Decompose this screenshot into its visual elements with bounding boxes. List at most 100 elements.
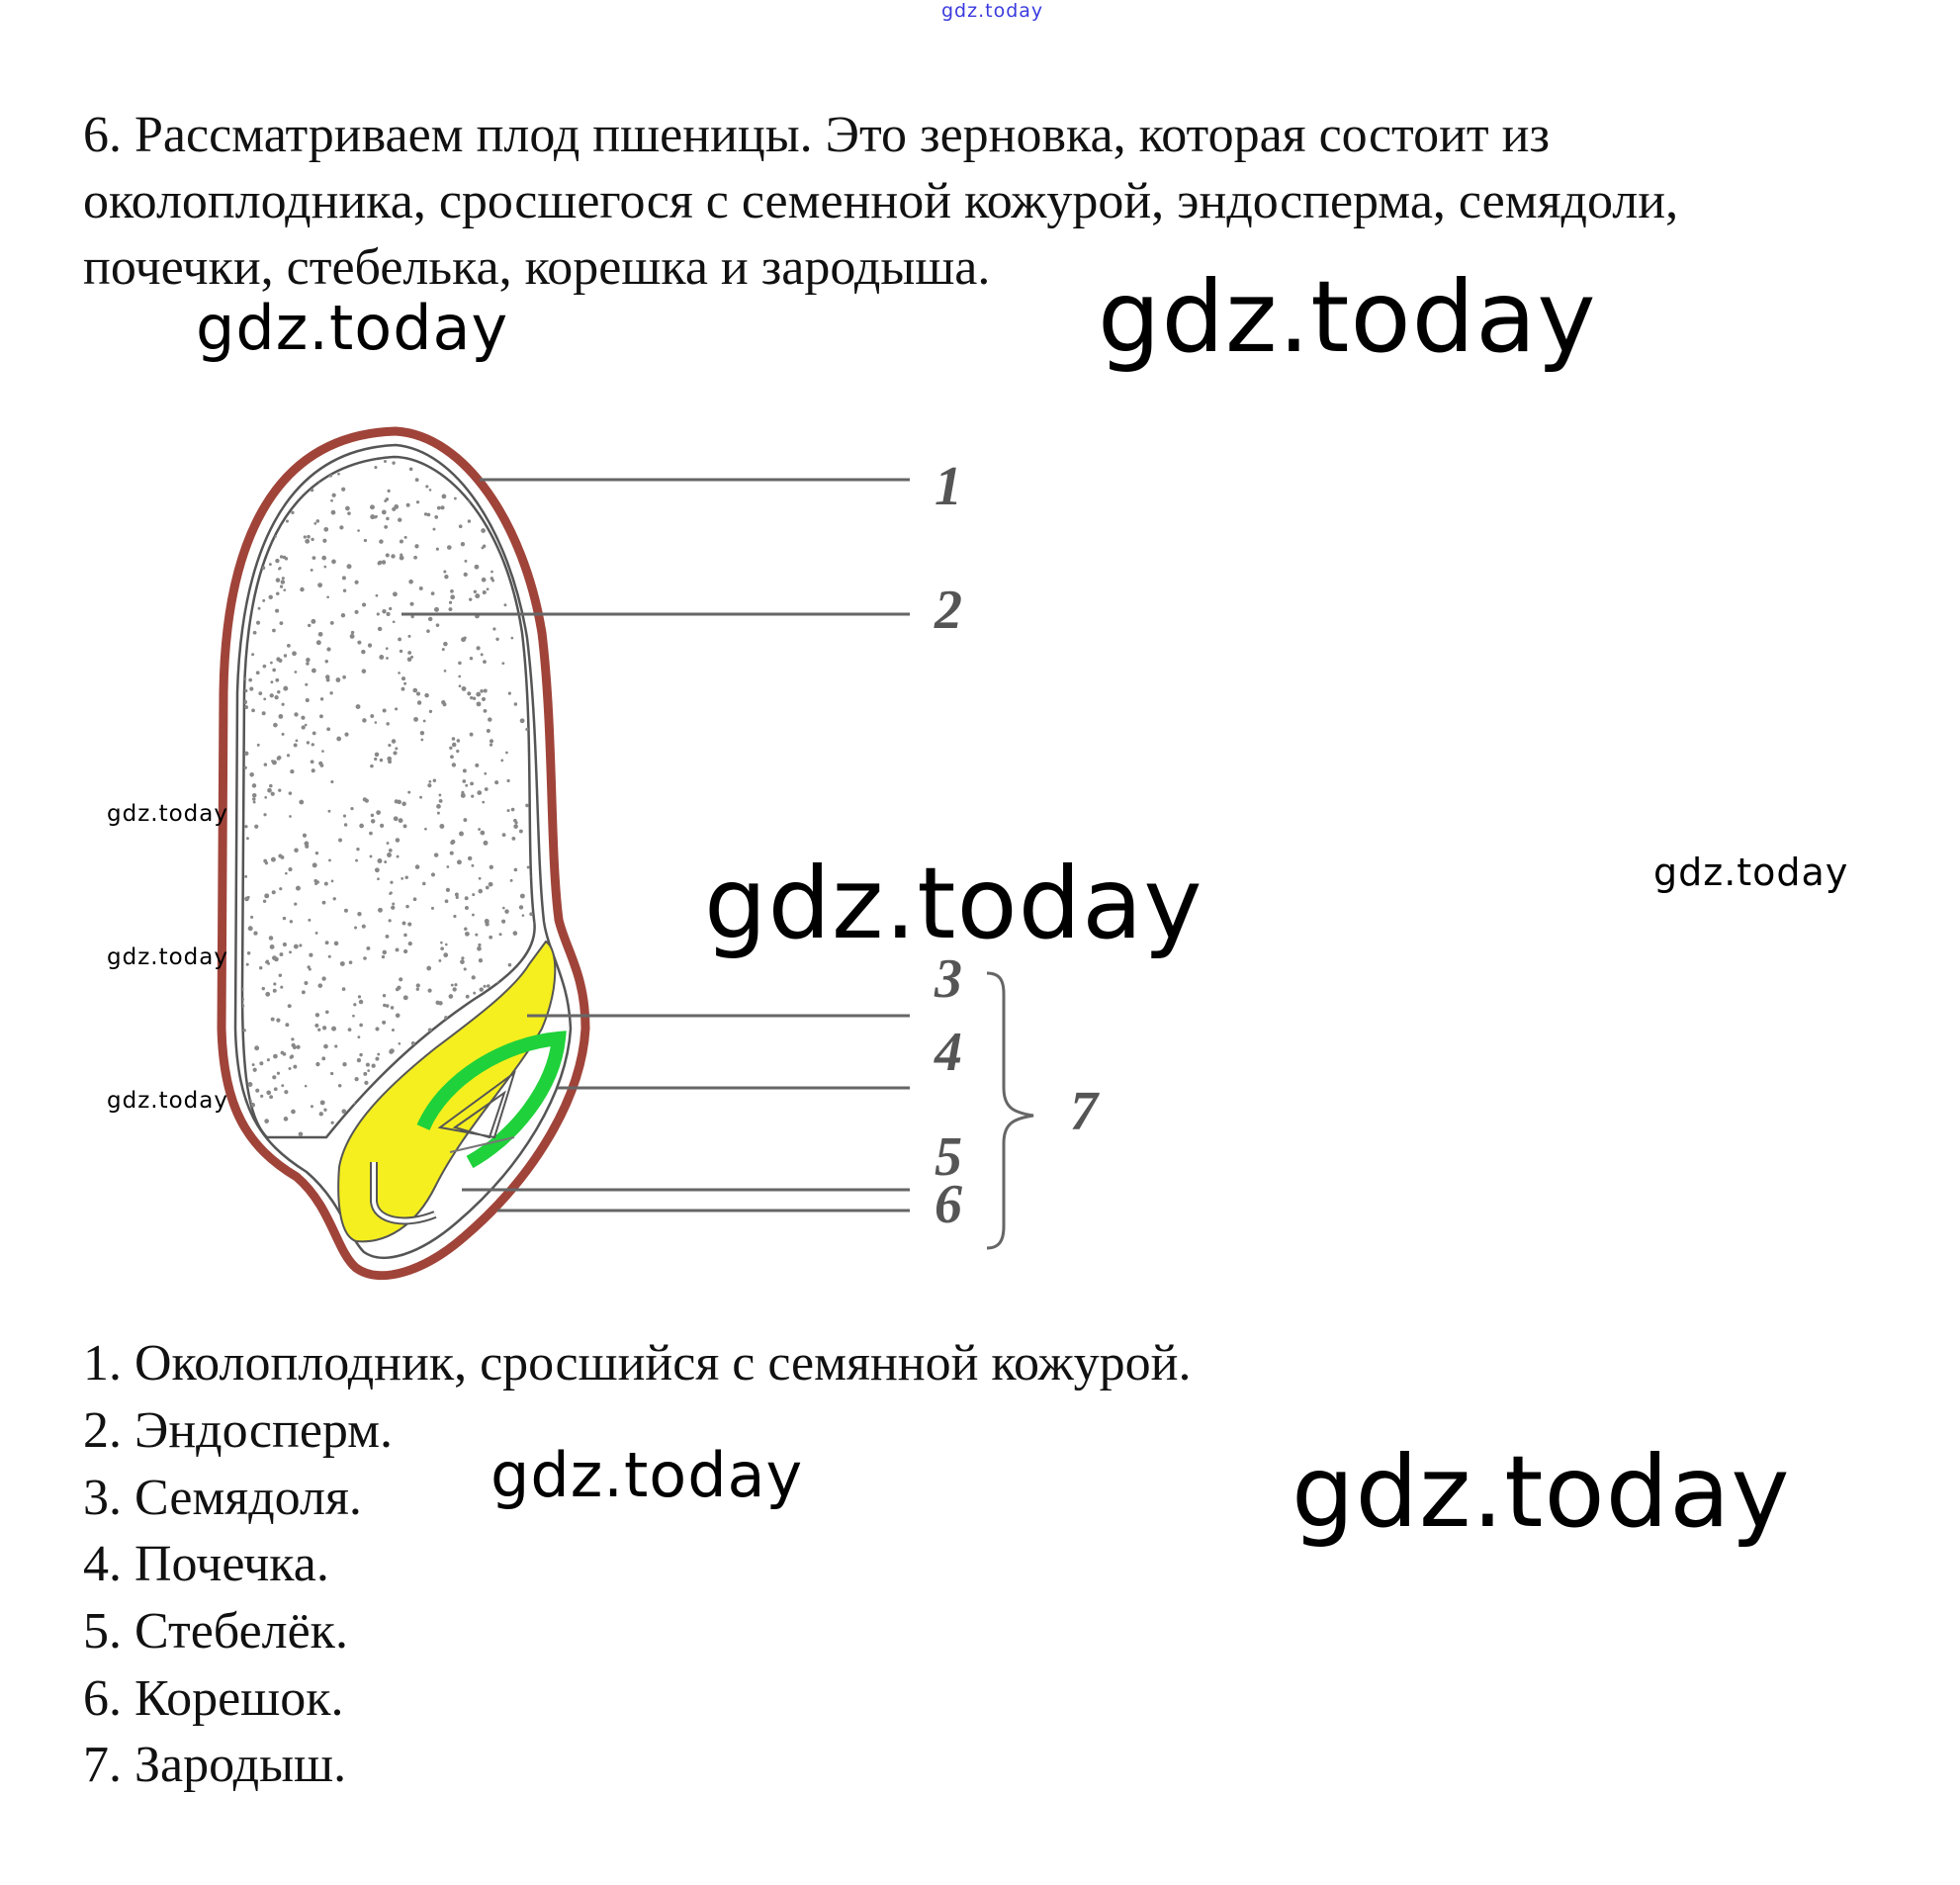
stipple-dot (471, 863, 475, 867)
stipple-dot (287, 1004, 292, 1009)
stipple-dot (451, 742, 457, 748)
stipple-dot (343, 823, 348, 827)
stipple-dot (398, 672, 401, 674)
stipple-dot (410, 655, 414, 659)
stipple-dot (356, 1057, 362, 1063)
stipple-dot (387, 853, 392, 857)
stipple-dot (381, 509, 387, 515)
stipple-dot (267, 961, 271, 965)
stipple-dot (281, 702, 285, 706)
stipple-dot (276, 1018, 281, 1023)
stipple-dot (359, 1023, 363, 1028)
stipple-dot (432, 527, 436, 531)
stipple-dot (505, 751, 508, 755)
stipple-dot (242, 503, 244, 507)
stipple-dot (489, 864, 493, 869)
stipple-dot (449, 746, 453, 751)
stipple-dot (288, 1067, 292, 1071)
stipple-dot (514, 821, 518, 825)
stipple-dot (364, 798, 369, 803)
stipple-dot (354, 580, 359, 584)
stipple-dot (481, 696, 487, 702)
stipple-dot (464, 896, 469, 901)
stipple-dot (485, 885, 490, 890)
stipple-dot (410, 1040, 415, 1045)
header-watermark[interactable]: gdz.today (941, 0, 1044, 22)
stipple-dot (471, 794, 475, 798)
stipple-dot (361, 669, 367, 673)
stipple-dot (512, 931, 518, 936)
stipple-dot (270, 661, 273, 665)
stipple-dot (414, 864, 420, 869)
stipple-dot (246, 951, 251, 955)
stipple-dot (462, 779, 467, 783)
stipple-dot (374, 466, 378, 470)
stipple-dot (480, 830, 486, 836)
stipple-dot (458, 661, 462, 666)
stipple-dot (283, 1117, 289, 1122)
stipple-dot (418, 586, 423, 590)
stipple-dot (326, 647, 331, 652)
stipple-dot (331, 1026, 337, 1032)
stipple-dot (361, 649, 366, 655)
stipple-dot (318, 1112, 323, 1117)
stipple-dot (394, 503, 400, 509)
stipple-dot (308, 918, 312, 922)
stipple-dot (532, 515, 535, 519)
stipple-dot (377, 1052, 381, 1056)
stipple-dot (300, 586, 305, 592)
stipple-dot (391, 739, 397, 744)
stipple-dot (280, 580, 286, 584)
stipple-dot (247, 1081, 253, 1087)
stipple-dot (389, 606, 393, 611)
stipple-dot (458, 674, 462, 678)
stipple-dot (385, 553, 390, 558)
stipple-dot (460, 959, 465, 964)
task-line: околоплодника, сросшегося с семенной кож… (83, 173, 1679, 229)
watermark: gdz.today (1098, 259, 1597, 375)
stipple-dot (450, 755, 454, 760)
stipple-dot (382, 708, 387, 713)
stipple-dot (444, 899, 449, 904)
stipple-dot (291, 1109, 296, 1115)
stipple-dot (340, 613, 346, 618)
stipple-dot (450, 840, 455, 846)
stipple-dot (438, 793, 442, 797)
stipple-dot (253, 484, 258, 489)
stipple-dot (312, 862, 317, 868)
stipple-dot (438, 958, 442, 962)
stipple-dot (448, 994, 454, 999)
stipple-dot (410, 614, 414, 619)
stipple-dot (281, 1084, 285, 1088)
stipple-dot (443, 669, 447, 673)
stipple-dot (314, 1013, 320, 1018)
stipple-dot (405, 502, 410, 507)
stipple-dot (319, 697, 324, 701)
stipple-dot (283, 588, 287, 592)
stipple-dot (406, 657, 412, 663)
stipple-dot (435, 1000, 440, 1005)
stipple-dot (379, 539, 384, 544)
stipple-dot (407, 790, 411, 794)
stipple-dot (278, 973, 283, 977)
stipple-dot (326, 595, 329, 599)
stipple-dot (276, 461, 281, 467)
stipple-dot (379, 655, 385, 660)
stipple-dot (376, 810, 381, 815)
stipple-dot (275, 591, 280, 596)
stipple-dot (323, 1108, 327, 1112)
stipple-dot (357, 911, 362, 917)
stipple-dot (321, 976, 326, 981)
stipple-dot (315, 519, 320, 523)
stipple-dot (510, 807, 515, 812)
answer-item: 5. Стебелёк. (83, 1603, 348, 1660)
stipple-dot (374, 514, 378, 518)
stipple-dot (386, 657, 389, 660)
stipple-dot (446, 865, 450, 868)
stipple-dot (311, 743, 314, 747)
stipple-dot (526, 865, 530, 869)
stipple-dot (475, 763, 480, 767)
stipple-dot (464, 927, 468, 931)
stipple-dot (327, 954, 331, 958)
stipple-dot (270, 856, 276, 862)
